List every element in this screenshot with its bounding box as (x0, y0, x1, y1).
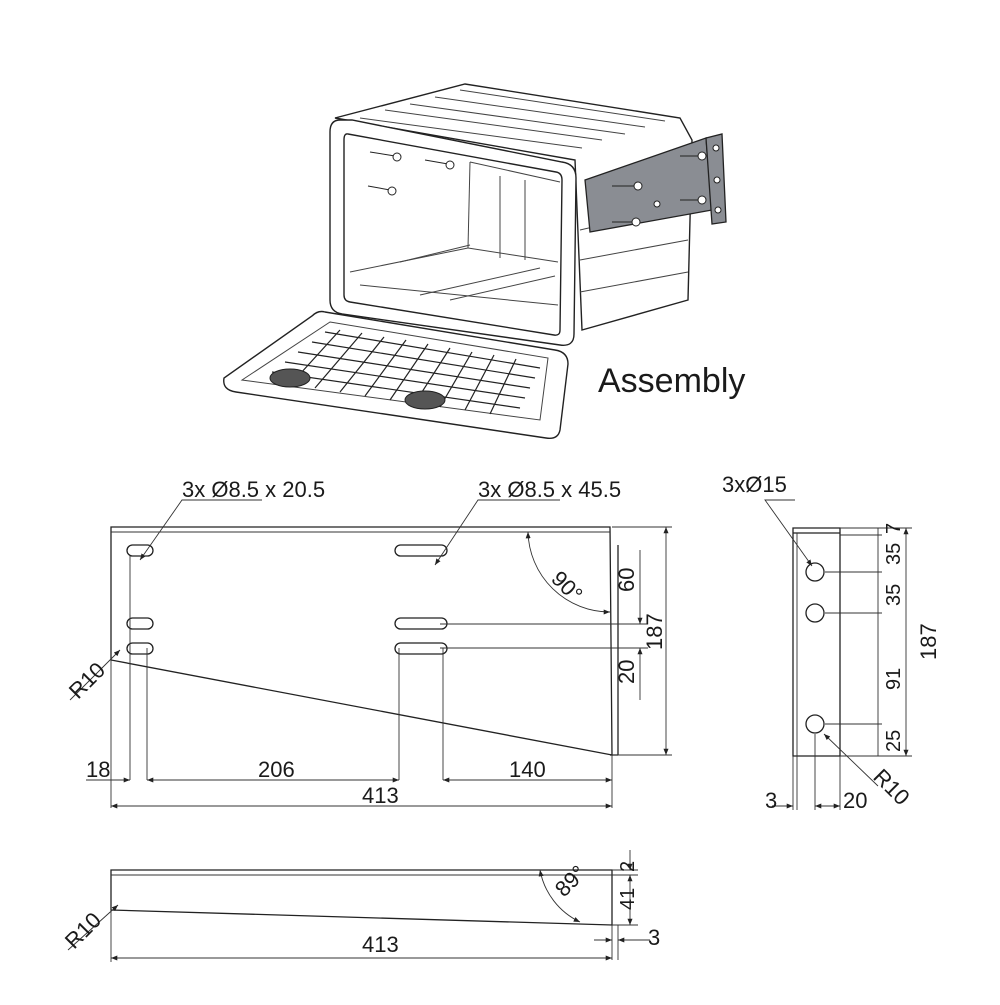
side-view (764, 499, 912, 810)
dim-187-side: 187 (916, 623, 941, 660)
dim-140: 140 (509, 757, 546, 782)
bottom-angle-label: 89° (550, 860, 591, 901)
assembly-illustration (223, 83, 727, 440)
slot-long-low (394, 642, 448, 655)
dim-35-b: 35 (883, 584, 905, 606)
slot-long-mid (394, 617, 448, 630)
callout-long-slots: 3x Ø8.5 x 45.5 (478, 477, 621, 502)
lid-grid (271, 329, 541, 415)
dim-3-side: 3 (765, 788, 777, 813)
side-hole-top (805, 562, 825, 582)
dim-187-front: 187 (642, 613, 667, 650)
bottom-plate-outline (110, 869, 613, 926)
dim-206: 206 (258, 757, 295, 782)
callout-side-holes: 3xØ15 (722, 472, 787, 497)
slot-short-low (126, 642, 154, 655)
side-radius-label: R10 (868, 764, 914, 810)
dim-41: 41 (617, 888, 639, 910)
bracket-bolts (612, 144, 722, 227)
dim-35-a: 35 (883, 543, 905, 565)
slot-short-mid (126, 617, 154, 630)
dim-60: 60 (614, 568, 639, 592)
slot-long-top (394, 544, 448, 557)
box-interior (349, 161, 561, 306)
front-plate-outline (110, 526, 613, 756)
side-plate-outline (792, 527, 841, 757)
dim-91: 91 (883, 668, 905, 690)
dim-413-bottom: 413 (362, 932, 399, 957)
dim-7: 7 (883, 523, 905, 534)
dim-3-bottom: 3 (648, 925, 660, 950)
assembly-label: Assembly (598, 362, 745, 400)
dim-413-front: 413 (362, 783, 399, 808)
front-view (69, 499, 672, 809)
box-opening (343, 133, 563, 336)
dim-20: 20 (614, 660, 639, 684)
lid-hinge-left (269, 368, 311, 388)
interior-bolts (367, 151, 455, 196)
front-radius-label: R10 (64, 657, 110, 703)
box-lid (223, 310, 569, 440)
bottom-view (67, 850, 650, 962)
side-hole-low (805, 714, 825, 734)
callout-short-slots: 3x Ø8.5 x 20.5 (182, 477, 325, 502)
box-top-ribs (359, 89, 689, 293)
side-hole-mid (805, 603, 825, 623)
dim-18: 18 (86, 757, 110, 782)
dim-2: 2 (617, 861, 639, 872)
dim-25: 25 (883, 730, 905, 752)
box-lid-inner (240, 321, 549, 421)
front-angle-label: 90° (546, 566, 587, 607)
dim-20-side: 20 (843, 788, 867, 813)
lid-hinge-right (404, 390, 446, 410)
bottom-radius-label: R10 (60, 907, 106, 953)
